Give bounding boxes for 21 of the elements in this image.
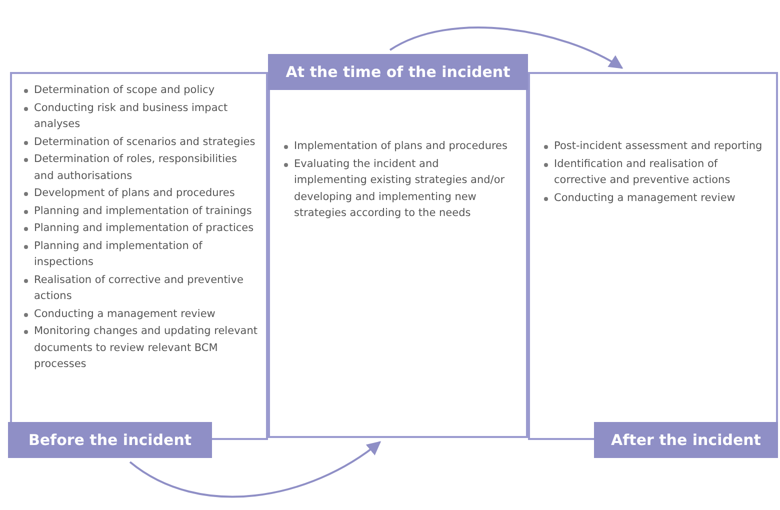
list-item: Determination of roles, responsibilities and authorisations — [34, 152, 238, 184]
curved-arrow — [390, 26, 624, 69]
list-item: Evaluating the incident and implementing existing strategies and/or developing and implementing new strategies according to the needs — [294, 156, 506, 221]
list-item: Monitoring changes and updating relevant documents to review relevant BCM processes — [34, 324, 258, 372]
list-item: Determination of scope and policy — [34, 83, 216, 98]
list-item: Conducting risk and business impact analyses — [34, 100, 229, 132]
list-item: Determination of scenarios and strategies — [34, 134, 256, 150]
list-item: Implementation of plans and procedures — [294, 139, 508, 154]
list-item: Identification and realisation of corrective and preventive actions — [554, 156, 732, 188]
list-item: Conducting a management review — [554, 190, 736, 206]
phase-heading: At the time of the incident — [268, 54, 528, 90]
phase-heading: After the incident — [594, 422, 778, 458]
list-item: Post-incident assessment and reporting — [554, 139, 764, 154]
phase-heading: Before the incident — [8, 422, 212, 458]
list-item: Conducting a management review — [34, 306, 216, 322]
list-item: Planning and implementation of trainings — [34, 204, 253, 218]
list-item: Development of plans and procedures — [34, 186, 236, 201]
list-item: Realisation of corrective and preventive actions — [34, 272, 244, 304]
curved-arrow — [129, 441, 382, 498]
list-item: Planning and implementation of inspections — [34, 238, 204, 270]
list-item: Planning and implementation of practices — [34, 221, 255, 236]
